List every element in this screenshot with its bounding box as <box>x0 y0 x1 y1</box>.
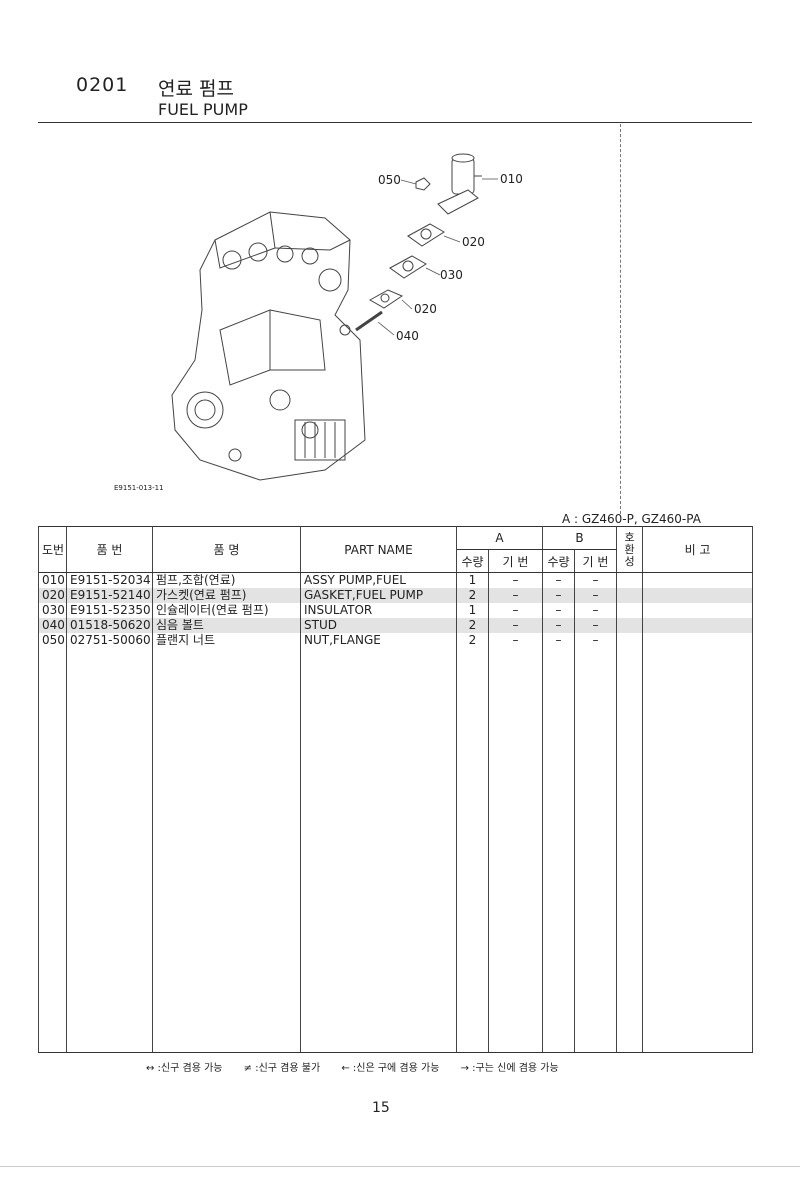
col-header-group-b: B <box>541 526 618 550</box>
cell-part-no: 02751-50060 <box>66 633 153 648</box>
cell-ref: 010 <box>38 572 67 588</box>
cell-remarks <box>642 618 754 633</box>
cell-qty-b: – <box>542 572 575 588</box>
cell-model-a: – <box>488 603 543 618</box>
cell-remarks <box>642 588 754 603</box>
flange-nut-part <box>415 177 431 191</box>
cell-name-kr: 인슐레이터(연료 펌프) <box>152 603 301 618</box>
gasket-part-lower <box>368 289 404 309</box>
callout-label: 010 <box>500 172 523 186</box>
cell-part-name: INSULATOR <box>300 603 457 618</box>
col-header-qty-a: 수량 <box>456 549 489 573</box>
cell-part-no: E9151-52140 <box>66 588 153 603</box>
cell-name-kr: 가스켓(연료 펌프) <box>152 588 301 603</box>
col-header-qty-b: 수량 <box>542 549 575 573</box>
parts-table: 도번 품 번 품 명 PART NAME A B 호환성 비 고 수량 기 번 … <box>38 526 754 1053</box>
col-header-compat: 호환성 <box>616 526 644 573</box>
gasket-part-upper <box>407 223 445 247</box>
table-row: 050 02751-50060 플랜지 너트 NUT,FLANGE 2 – – … <box>38 633 754 648</box>
cell-qty-a: 2 <box>456 588 489 603</box>
cell-model-a: – <box>488 618 543 633</box>
cell-model-b: – <box>573 588 618 603</box>
col-header-ref: 도번 <box>38 526 67 573</box>
cell-part-name: NUT,FLANGE <box>300 633 457 648</box>
cell-model-a: – <box>488 572 543 588</box>
callout-label: 020 <box>462 235 485 249</box>
cell-model-a: – <box>488 588 543 603</box>
col-header-part-no: 품 번 <box>66 526 153 573</box>
cell-qty-b: – <box>542 603 575 618</box>
cell-ref: 020 <box>38 588 67 603</box>
page-divider-dashed <box>620 124 621 514</box>
cell-ref: 040 <box>38 618 67 633</box>
col-header-model-a: 기 번 <box>488 549 543 573</box>
cell-name-kr: 심음 볼트 <box>152 618 301 633</box>
page-number: 15 <box>372 1100 390 1116</box>
cell-model-a: – <box>488 633 543 648</box>
cell-qty-b: – <box>542 633 575 648</box>
cell-qty-a: 2 <box>456 618 489 633</box>
cell-remarks <box>642 603 754 618</box>
insulator-part <box>389 255 427 279</box>
table-empty-area <box>38 648 754 1053</box>
cell-qty-a: 1 <box>456 572 489 588</box>
section-title-korean: 연료 펌프 <box>158 78 234 100</box>
table-row: 040 01518-50620 심음 볼트 STUD 2 – – – <box>38 618 754 633</box>
col-header-group-a: A <box>456 526 543 550</box>
model-applicability: A : GZ460-P, GZ460-PA <box>562 512 701 526</box>
legend-item: ↔ :신구 겸용 가능 <box>146 1063 223 1074</box>
cell-ref: 050 <box>38 633 67 648</box>
cell-remarks <box>642 572 754 588</box>
cell-part-name: ASSY PUMP,FUEL <box>300 572 457 588</box>
legend-item: ← :신은 구에 겸용 가능 <box>341 1063 440 1074</box>
cell-part-no: E9151-52034 <box>66 572 153 588</box>
col-header-model-b: 기 번 <box>573 549 618 573</box>
legend-item: ≠ :신구 겸용 불가 <box>243 1063 321 1074</box>
figure-code: E9151-013-11 <box>114 484 164 492</box>
cell-compat <box>616 588 644 603</box>
cell-compat <box>616 572 644 588</box>
cell-compat <box>616 618 644 633</box>
cell-part-no: E9151-52350 <box>66 603 153 618</box>
cell-ref: 030 <box>38 603 67 618</box>
compatibility-legend: ↔ :신구 겸용 가능 ≠ :신구 겸용 불가 ← :신은 구에 겸용 가능 →… <box>146 1059 577 1074</box>
col-header-remarks: 비 고 <box>642 526 754 573</box>
table-row: 020 E9151-52140 가스켓(연료 펌프) GASKET,FUEL P… <box>38 588 754 603</box>
cell-model-b: – <box>573 572 618 588</box>
cell-model-b: – <box>573 603 618 618</box>
cell-qty-b: – <box>542 618 575 633</box>
cell-name-kr: 플랜지 너트 <box>152 633 301 648</box>
cell-compat <box>616 633 644 648</box>
cell-part-name: GASKET,FUEL PUMP <box>300 588 457 603</box>
table-row: 030 E9151-52350 인슐레이터(연료 펌프) INSULATOR 1… <box>38 603 754 618</box>
engine-block-illustration <box>171 211 366 481</box>
col-header-part-name: PART NAME <box>300 526 457 573</box>
col-header-name-kr: 품 명 <box>152 526 301 573</box>
cell-part-name: STUD <box>300 618 457 633</box>
fuel-pump-part <box>437 153 482 215</box>
cell-compat <box>616 603 644 618</box>
section-code: 0201 <box>76 74 129 96</box>
callout-label: 030 <box>440 268 463 282</box>
stud-part <box>355 310 383 332</box>
cell-qty-b: – <box>542 588 575 603</box>
page-edge <box>0 1166 800 1167</box>
callout-label: 020 <box>414 302 437 316</box>
table-row: 010 E9151-52034 펌프,조합(연료) ASSY PUMP,FUEL… <box>38 572 754 588</box>
exploded-parts-diagram: 050 010 020 030 020 040 <box>171 153 523 481</box>
cell-qty-a: 1 <box>456 603 489 618</box>
cell-part-no: 01518-50620 <box>66 618 153 633</box>
cell-qty-a: 2 <box>456 633 489 648</box>
cell-remarks <box>642 633 754 648</box>
legend-item: → :구는 신에 겸용 가능 <box>460 1063 559 1074</box>
callout-label: 050 <box>378 173 401 187</box>
section-title-english: FUEL PUMP <box>158 100 248 119</box>
cell-model-b: – <box>573 618 618 633</box>
cell-name-kr: 펌프,조합(연료) <box>152 572 301 588</box>
cell-model-b: – <box>573 633 618 648</box>
header-rule <box>38 122 752 123</box>
callout-label: 040 <box>396 329 419 343</box>
